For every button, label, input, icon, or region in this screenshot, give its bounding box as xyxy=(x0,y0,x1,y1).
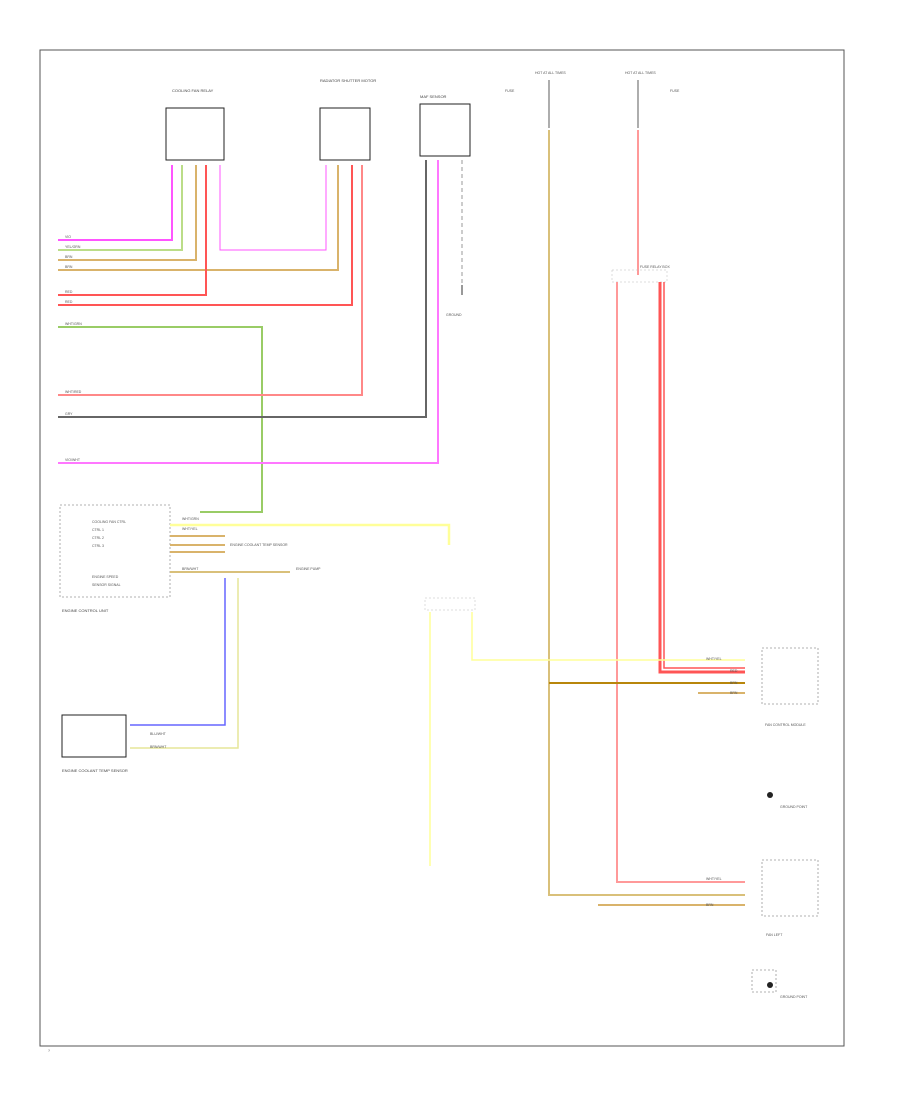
svg-text:BLU/WHT: BLU/WHT xyxy=(150,732,167,736)
svg-text:BRN: BRN xyxy=(65,255,73,259)
svg-text:BRN: BRN xyxy=(65,265,73,269)
svg-text:BRN: BRN xyxy=(730,681,738,685)
wire-red-1 xyxy=(58,165,207,296)
wire-red-right xyxy=(658,282,745,674)
wire-vio-2 xyxy=(58,160,439,464)
svg-text:CTRL 1: CTRL 1 xyxy=(92,528,104,532)
wire-red-2 xyxy=(58,165,353,306)
svg-text:ENGINE PUMP: ENGINE PUMP xyxy=(296,567,321,571)
diagram-border xyxy=(39,49,845,1047)
radiator-shutter: RADIATOR SHUTTER MOTOR xyxy=(319,78,376,161)
svg-text:ENGINE CONTROL UNIT: ENGINE CONTROL UNIT xyxy=(62,608,109,613)
engine-coolant-sensor-label: ENGINE COOLANT TEMP SENSOR xyxy=(230,543,288,547)
svg-text:FAN CONTROL MODULE: FAN CONTROL MODULE xyxy=(765,723,806,727)
svg-text:SENSOR SIGNAL: SENSOR SIGNAL xyxy=(92,583,121,587)
svg-text:GROUND POINT: GROUND POINT xyxy=(780,995,808,999)
hot-at-all-times-1: HOT AT ALL TIMES FUSE xyxy=(505,71,566,128)
svg-text:GROUND: GROUND xyxy=(446,313,462,317)
svg-text:BRN: BRN xyxy=(706,903,714,907)
svg-text:VIO: VIO xyxy=(65,235,71,239)
svg-text:ENGINE SPEED: ENGINE SPEED xyxy=(92,575,119,579)
fan-control-module: FAN CONTROL MODULE xyxy=(761,647,819,727)
svg-text:RED: RED xyxy=(65,300,73,304)
wire-tan-feed xyxy=(548,130,745,896)
wire-yel-mid xyxy=(471,612,745,661)
svg-text:BRN: BRN xyxy=(730,691,738,695)
wire-ecu-yel xyxy=(170,523,451,545)
fan-motor: FAN LEFT xyxy=(761,859,819,937)
hot-at-all-times-2: HOT AT ALL TIMES FUSE xyxy=(625,71,680,128)
wire-vio-1 xyxy=(58,165,173,241)
engine-pump-label: ENGINE PUMP xyxy=(296,567,321,571)
svg-text:COOLING FAN RELAY: COOLING FAN RELAY xyxy=(172,88,214,93)
svg-text:FAN LEFT: FAN LEFT xyxy=(766,933,783,937)
page-number: ? xyxy=(48,1049,50,1053)
ground-point-2: GROUND POINT xyxy=(751,969,808,999)
wire-brn-2 xyxy=(58,165,339,271)
wire-ecu-blu xyxy=(130,578,226,726)
wire-yelgrn-1 xyxy=(58,165,183,251)
wire-pink-left xyxy=(616,282,745,883)
svg-text:CTRL 3: CTRL 3 xyxy=(92,544,104,548)
wire-red-right-2 xyxy=(663,282,745,669)
svg-text:BRN/WHT: BRN/WHT xyxy=(150,745,167,749)
svg-text:WHT/RED: WHT/RED xyxy=(65,390,82,394)
ground-point-1: GROUND POINT xyxy=(767,792,808,809)
wire-vio-shutter xyxy=(219,165,327,251)
svg-text:WHT/GRN: WHT/GRN xyxy=(182,517,199,521)
wire-ecu-yel-2 xyxy=(130,578,239,749)
wire-wht-grn xyxy=(58,326,263,513)
svg-text:RADIATOR SHUTTER MOTOR: RADIATOR SHUTTER MOTOR xyxy=(320,78,376,83)
svg-text:FUSE RELAY BOX: FUSE RELAY BOX xyxy=(640,265,670,269)
cooling-fan-relay: COOLING FAN RELAY xyxy=(165,88,225,161)
svg-text:WHT/YEL: WHT/YEL xyxy=(182,527,198,531)
svg-text:RED: RED xyxy=(730,669,738,673)
svg-text:FUSE: FUSE xyxy=(505,89,515,93)
fuse-relay-box: FUSE RELAY BOX xyxy=(611,265,670,283)
svg-text:GRY: GRY xyxy=(65,412,73,416)
wire-brn-1 xyxy=(58,165,197,261)
svg-text:COOLING FAN CTRL: COOLING FAN CTRL xyxy=(92,520,126,524)
wire-wht-red xyxy=(58,165,363,396)
fuse-box-mid xyxy=(424,597,476,611)
svg-text:HOT AT ALL TIMES: HOT AT ALL TIMES xyxy=(625,71,656,75)
engine-control-unit: ENGINE CONTROL UNIT COOLING FAN CTRL CTR… xyxy=(59,504,171,613)
svg-text:CTRL 2: CTRL 2 xyxy=(92,536,104,540)
wire-gry xyxy=(58,160,427,418)
svg-text:RED: RED xyxy=(65,290,73,294)
svg-text:WHT/YEL: WHT/YEL xyxy=(706,657,722,661)
svg-text:HOT AT ALL TIMES: HOT AT ALL TIMES xyxy=(535,71,566,75)
svg-text:WHT/YEL: WHT/YEL xyxy=(706,877,722,881)
svg-text:ENGINE COOLANT TEMP SENSOR: ENGINE COOLANT TEMP SENSOR xyxy=(230,543,288,547)
sensor-box: ENGINE COOLANT TEMP SENSOR xyxy=(61,714,128,773)
svg-text:GROUND POINT: GROUND POINT xyxy=(780,805,808,809)
svg-text:FUSE: FUSE xyxy=(670,89,680,93)
svg-text:ENGINE COOLANT TEMP SENSOR: ENGINE COOLANT TEMP SENSOR xyxy=(62,768,128,773)
svg-text:BRN/WHT: BRN/WHT xyxy=(182,567,199,571)
svg-text:YEL/GRN: YEL/GRN xyxy=(65,245,81,249)
maf-sensor: MAF SENSOR xyxy=(419,94,471,157)
svg-text:MAF SENSOR: MAF SENSOR xyxy=(420,94,447,99)
svg-text:VIO/WHT: VIO/WHT xyxy=(65,458,81,462)
ground-ref: GROUND xyxy=(446,285,463,317)
svg-text:WHT/GRN: WHT/GRN xyxy=(65,322,82,326)
